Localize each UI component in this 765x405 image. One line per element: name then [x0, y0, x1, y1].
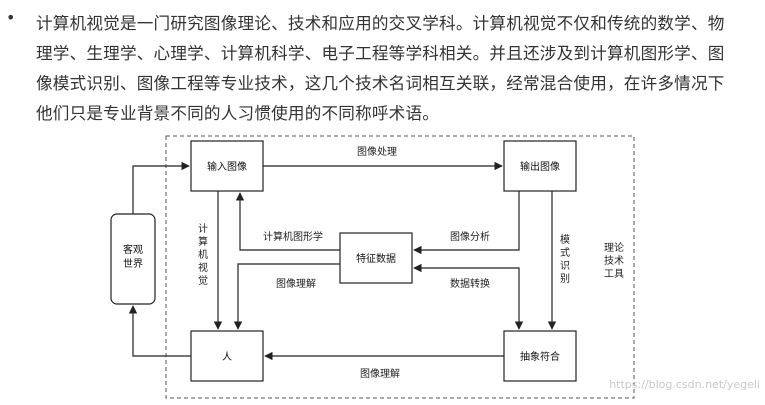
watermark: https://blog.csdn.net/yegeli	[609, 378, 760, 391]
arrow-feature-to-input	[235, 192, 340, 251]
abstract-symbol-box	[503, 330, 577, 382]
label-computer-graphics: 计算机图形学	[263, 230, 323, 243]
output-image-label: 输出图像	[520, 160, 560, 173]
objective-world-label-1: 客观	[123, 243, 143, 256]
intro-lines: 计算机视觉是一门研究图像理论、技术和应用的交叉学科。计算机视觉不仅和传统的数学、…	[36, 9, 725, 129]
theory-tools-boundary	[165, 135, 635, 399]
arrow-output-to-feature	[413, 191, 520, 255]
arrow-feature-abstract-conversion	[413, 263, 524, 330]
arrow-feature-to-human	[233, 263, 340, 330]
bullet-marker: •	[6, 8, 16, 27]
label-computer-vision-2: 算	[198, 235, 208, 248]
label-computer-vision-3: 机	[198, 248, 208, 261]
label-pattern-recognition-1: 模	[560, 234, 570, 246]
abstract-symbol-label: 抽象符合	[520, 350, 560, 363]
input-image-label: 输入图像	[207, 160, 247, 173]
label-pattern-recognition-4: 别	[560, 273, 570, 285]
intro-paragraph: • 计算机视觉是一门研究图像理论、技术和应用的交叉学科。计算机视觉不仅和传统的数…	[0, 0, 765, 130]
intro-line-1: 计算机视觉是一门研究图像理论、技术和应用的交叉学科。计算机视觉不仅和传统的数学、…	[36, 14, 725, 33]
human-label: 人	[222, 351, 232, 363]
label-data-conversion: 数据转换	[450, 277, 490, 290]
label-pattern-recognition-2: 式	[560, 246, 570, 259]
objective-world-label-2: 世界	[123, 258, 143, 270]
label-image-understanding-bottom: 图像理解	[360, 367, 400, 380]
label-computer-vision-4: 视	[198, 261, 208, 274]
feature-data-label: 特征数据	[356, 252, 396, 265]
label-pattern-recognition-3: 识	[560, 260, 570, 272]
intro-line-2: 理学、生理学、心理学、计算机科学、电子工程等学科相关。并且还涉及到计算机图形学、…	[36, 44, 725, 63]
label-image-processing: 图像处理	[357, 146, 397, 158]
label-image-understanding-mid: 图像理解	[276, 277, 316, 290]
feature-data-box	[339, 232, 413, 284]
human-box	[190, 330, 264, 382]
label-theory-tools-1: 理论	[604, 241, 624, 254]
arrow-world-to-input	[132, 161, 190, 214]
label-theory-tools-2: 技术	[604, 254, 624, 267]
intro-line-4: 他们只是专业背景不同的人习惯使用的不同称呼术语。	[36, 104, 440, 123]
label-theory-tools-3: 工具	[604, 268, 624, 280]
label-computer-vision-1: 计	[198, 222, 208, 235]
label-computer-vision-5: 觉	[198, 275, 208, 287]
intro-line-3: 像模式识别、图像工程等专业技术，这几个技术名词相互关联，经常混合使用，在许多情况…	[36, 74, 725, 93]
output-image-box	[503, 140, 577, 192]
arrow-human-to-world	[128, 305, 191, 357]
label-image-analysis: 图像分析	[450, 230, 490, 243]
